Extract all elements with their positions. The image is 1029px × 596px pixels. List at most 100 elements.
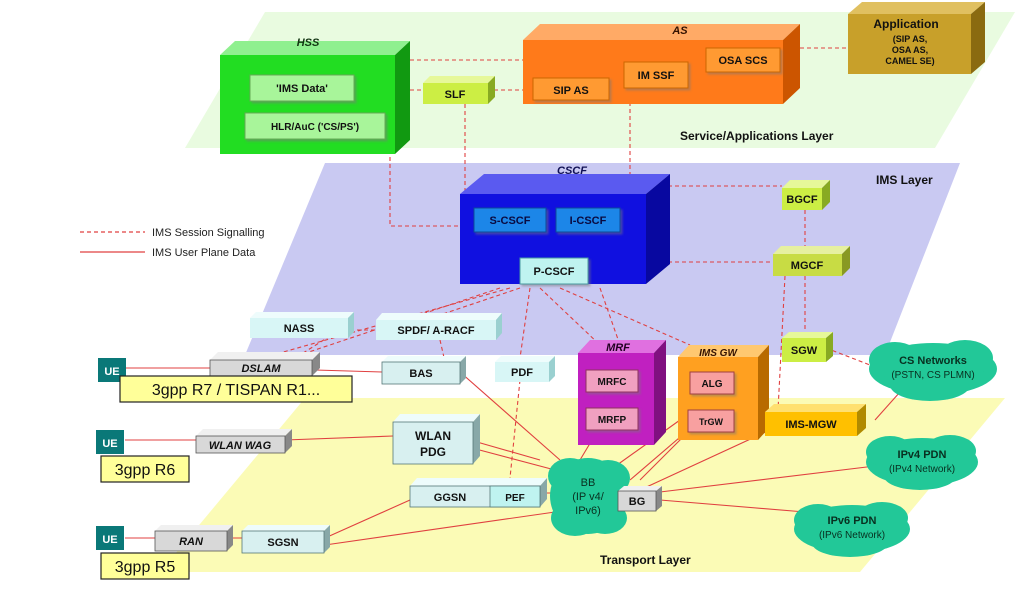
sgw-block: SGW	[782, 332, 833, 362]
mrfp-box	[585, 407, 639, 431]
bb-line3: IPv6)	[575, 505, 601, 517]
pdf-label: PDF	[511, 367, 533, 379]
cs-networks-sub: (PSTN, CS PLMN)	[891, 370, 974, 381]
as-block: AS SIP AS IM SSF OSA SCS	[523, 24, 800, 104]
bgcf-label: BGCF	[786, 194, 817, 206]
spdf-block: SPDF/ A-RACF	[376, 313, 502, 340]
release-r7-box	[119, 375, 353, 403]
bb-cloud: BB (IP v4/ IPv6)	[548, 458, 630, 536]
ims-mgw-label: IMS-MGW	[785, 419, 837, 431]
trgw-label: TrGW	[699, 417, 724, 427]
application-line3: CAMEL SE)	[885, 56, 934, 66]
application-line2: OSA AS,	[892, 45, 928, 55]
dslam-label: DSLAM	[241, 363, 281, 375]
ue-r5-label: UE	[102, 534, 117, 546]
ue-r6	[96, 430, 124, 454]
mrfc-label: MRFC	[598, 377, 627, 388]
hss-block: HSS 'IMS Data' HLR/AuC ('CS/PS')	[220, 37, 410, 154]
wlan-pdg-line2: PDG	[420, 445, 446, 459]
application-block: Application (SIP AS, OSA AS, CAMEL SE)	[848, 2, 985, 74]
sgsn-block: SGSN	[241, 525, 330, 554]
bb-line1: BB	[581, 477, 596, 489]
mgcf-block: MGCF	[773, 246, 850, 276]
bb-line2: (IP v4/	[572, 491, 605, 503]
pef-box	[489, 485, 541, 508]
application-title: Application	[873, 17, 938, 31]
hss-ims-data-label: 'IMS Data'	[276, 83, 328, 95]
bas-block: BAS	[381, 356, 466, 385]
s-cscf-label: S-CSCF	[490, 215, 531, 227]
i-cscf-label: I-CSCF	[570, 215, 607, 227]
p-cscf-box	[519, 257, 589, 285]
hss-ims-data-box	[249, 74, 355, 102]
ue-r5	[96, 526, 124, 550]
spdf-label: SPDF/ A-RACF	[397, 325, 474, 337]
ipv6-pdn-cloud: IPv6 PDN (IPv6 Network)	[794, 502, 910, 557]
hss-title: HSS	[297, 37, 320, 49]
sip-as-label: SIP AS	[553, 85, 588, 97]
dslam-block: DSLAM	[209, 352, 320, 377]
ggsn-label: GGSN	[434, 492, 466, 504]
slf-block: SLF	[423, 76, 495, 104]
wlan-wag-block: WLAN WAG	[195, 429, 292, 454]
cscf-title: CSCF	[557, 165, 587, 177]
legend-user-plane-text: IMS User Plane Data	[152, 247, 256, 259]
ims-layer-label: IMS Layer	[876, 173, 933, 187]
bg-label: BG	[629, 496, 646, 508]
release-r5-box	[100, 552, 190, 580]
ipv4-pdn-cloud: IPv4 PDN (IPv4 Network)	[866, 435, 978, 490]
ims-gw-title: IMS GW	[699, 348, 738, 359]
ipv6-pdn-title: IPv6 PDN	[828, 515, 877, 527]
bas-label: BAS	[409, 368, 432, 380]
sgsn-label: SGSN	[267, 537, 298, 549]
wlan-wag-label: WLAN WAG	[209, 440, 272, 452]
application-line1: (SIP AS,	[893, 34, 928, 44]
bgcf-block: BGCF	[782, 180, 830, 210]
osa-scs-box	[705, 47, 781, 73]
release-r7-label: 3gpp R7 / TISPAN R1...	[152, 382, 320, 399]
cs-networks-title: CS Networks	[899, 355, 967, 367]
mrf-title: MRF	[606, 342, 630, 354]
p-cscf-label: P-CSCF	[534, 266, 575, 278]
wlan-pdg-line1: WLAN	[415, 429, 451, 443]
mrfp-label: MRFP	[598, 415, 627, 426]
ran-block: RAN	[154, 525, 233, 552]
release-r5-label: 3gpp R5	[115, 559, 176, 576]
ipv4-pdn-title: IPv4 PDN	[898, 449, 947, 461]
im-ssf-box	[623, 61, 689, 89]
i-cscf-box	[555, 207, 621, 233]
s-cscf-box	[473, 207, 547, 233]
ue-r7-label: UE	[104, 366, 119, 378]
mgcf-label: MGCF	[791, 260, 824, 272]
im-ssf-label: IM SSF	[638, 70, 675, 82]
legend-signalling-text: IMS Session Signalling	[152, 227, 265, 239]
ggsn-block: GGSN PEF	[409, 478, 547, 508]
pdf-block: PDF	[495, 356, 555, 382]
osa-scs-label: OSA SCS	[718, 55, 767, 67]
release-r6-label: 3gpp R6	[115, 462, 176, 479]
nass-block: NASS	[250, 312, 354, 338]
ims-mgw-block: IMS-MGW	[765, 404, 866, 436]
trgw-box	[687, 409, 735, 433]
pef-label: PEF	[505, 493, 524, 504]
mrf-block: MRF MRFC MRFP	[578, 340, 666, 445]
nass-label: NASS	[284, 323, 315, 335]
transport-layer-label: Transport Layer	[600, 553, 691, 567]
ran-label: RAN	[179, 536, 204, 548]
sgw-label: SGW	[791, 345, 818, 357]
as-title: AS	[671, 25, 688, 37]
service-layer-label: Service/Applications Layer	[680, 129, 834, 143]
ipv6-pdn-sub: (IPv6 Network)	[819, 530, 885, 541]
alg-box	[689, 371, 735, 395]
hss-hlr-box	[244, 112, 386, 140]
alg-label: ALG	[701, 379, 722, 390]
cscf-block: CSCF S-CSCF I-CSCF P-CSCF	[460, 165, 670, 285]
release-r6-box	[100, 455, 190, 483]
sip-as-box	[532, 77, 610, 101]
ims-gw-block: IMS GW ALG TrGW	[678, 345, 769, 440]
slf-label: SLF	[445, 89, 466, 101]
wlan-pdg-block: WLAN PDG	[392, 414, 480, 465]
mrfc-box	[585, 369, 639, 393]
